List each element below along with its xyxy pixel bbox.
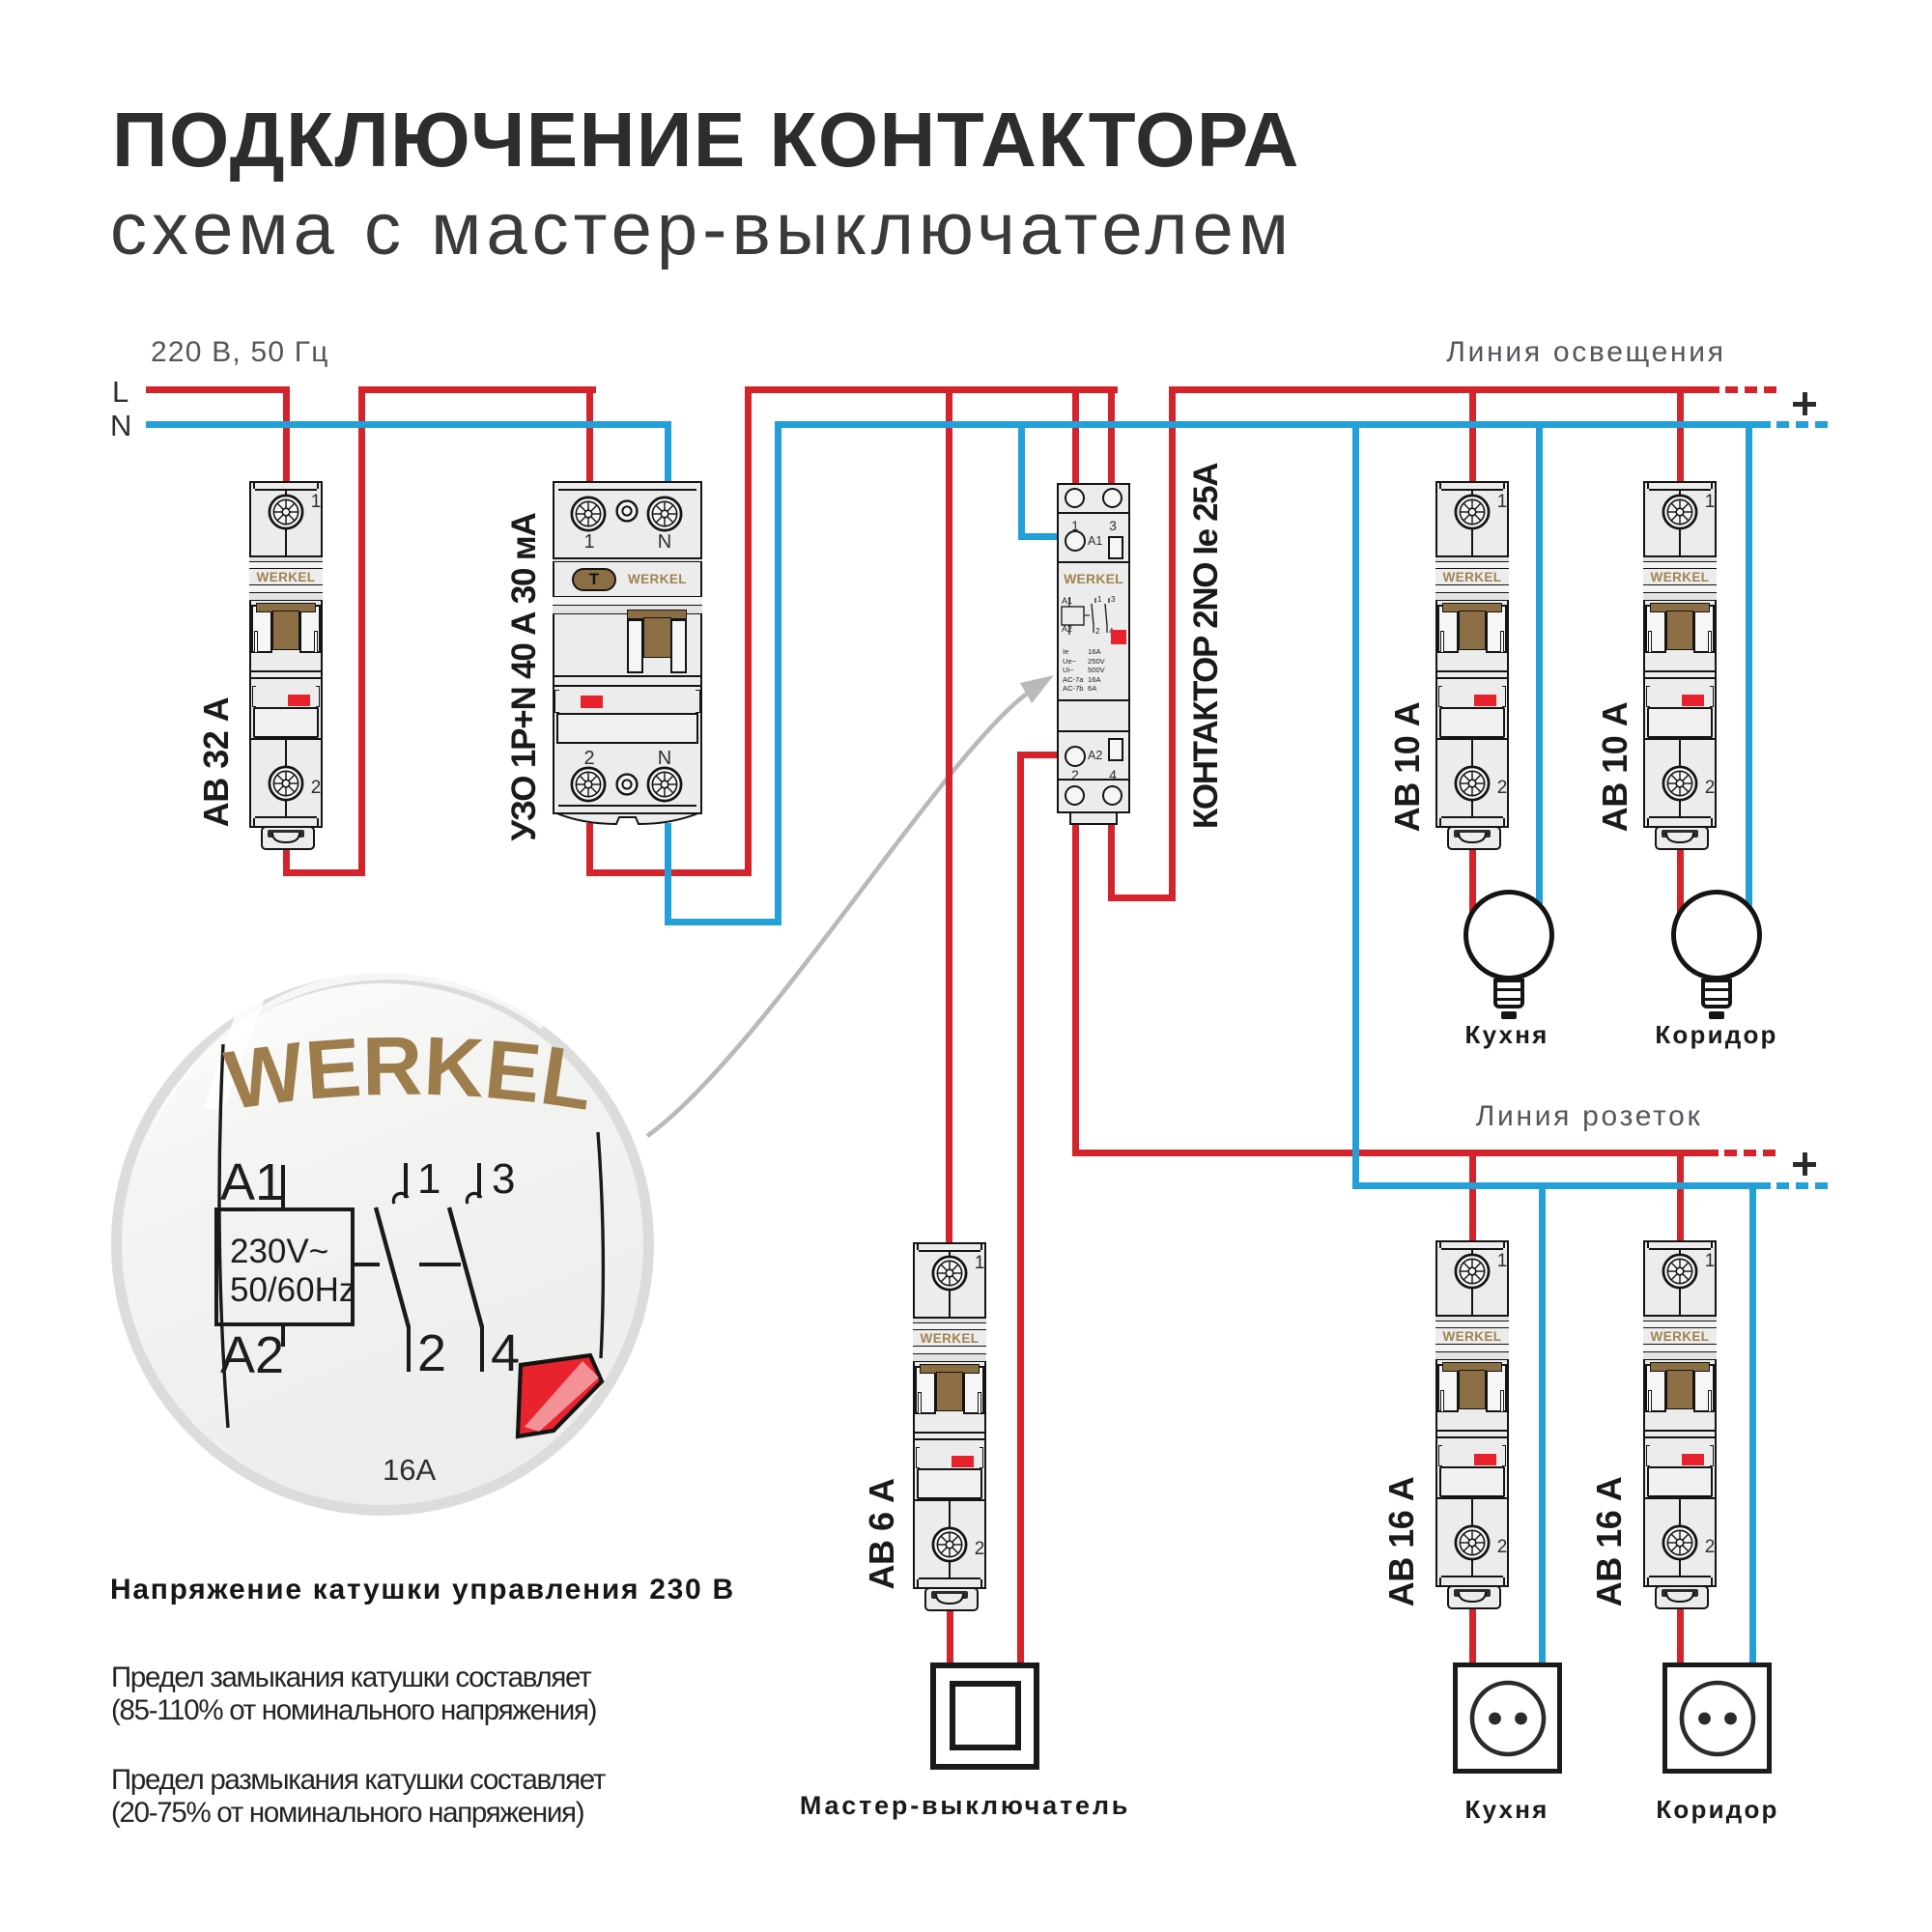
svg-text:3: 3 bbox=[1111, 595, 1116, 604]
svg-text:16A: 16A bbox=[383, 1453, 436, 1487]
svg-text:4: 4 bbox=[491, 1324, 520, 1382]
svg-text:3: 3 bbox=[492, 1155, 515, 1203]
svg-text:1: 1 bbox=[1097, 595, 1102, 604]
svg-text:2: 2 bbox=[1095, 627, 1100, 636]
svg-text:230V~: 230V~ bbox=[230, 1233, 328, 1270]
svg-text:WERKEL: WERKEL bbox=[219, 1020, 599, 1128]
svg-text:A1: A1 bbox=[1062, 596, 1072, 606]
svg-text:1: 1 bbox=[417, 1155, 440, 1203]
svg-text:2: 2 bbox=[417, 1324, 446, 1382]
svg-text:50/60Hz: 50/60Hz bbox=[230, 1271, 355, 1309]
svg-text:A2: A2 bbox=[1062, 624, 1072, 634]
svg-text:A1: A1 bbox=[220, 1153, 284, 1211]
svg-text:A2: A2 bbox=[220, 1326, 284, 1384]
